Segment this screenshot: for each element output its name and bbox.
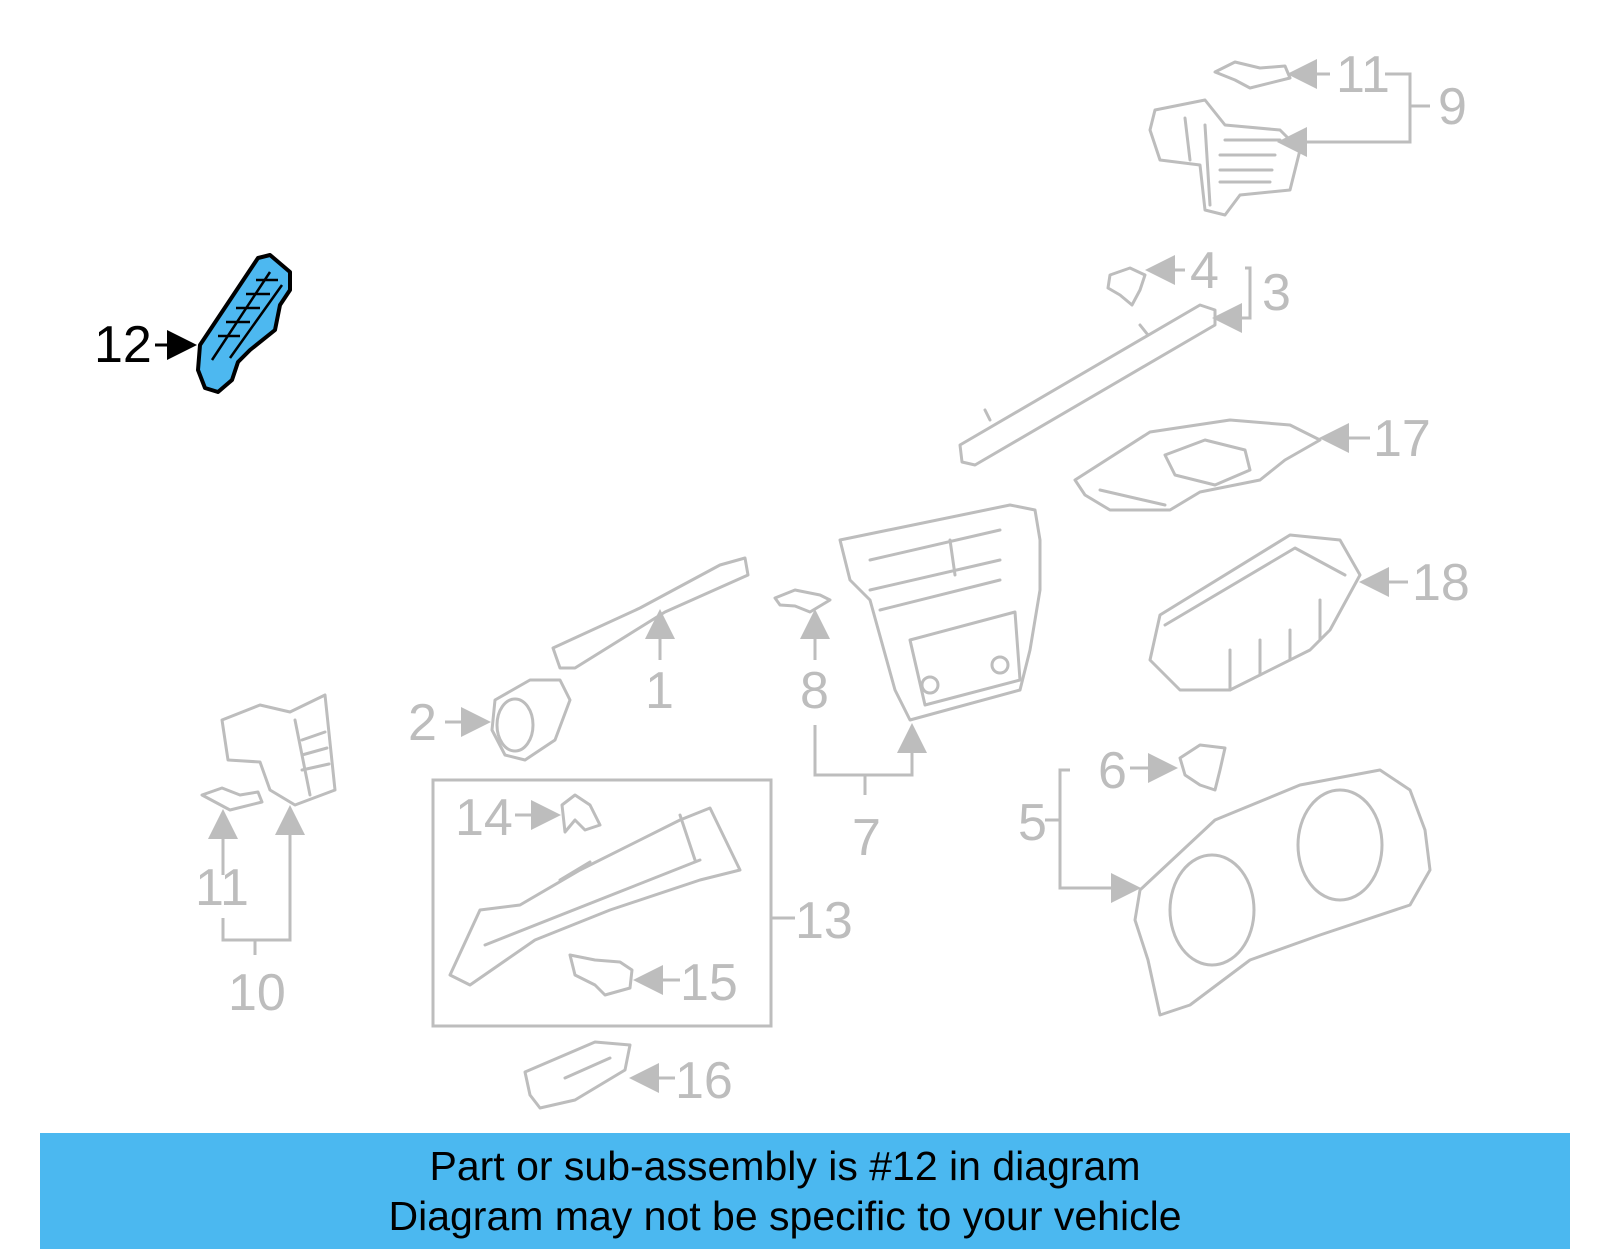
callout-12: 12 [94, 316, 152, 374]
callout-17: 17 [1373, 410, 1431, 468]
part-13-lower-panel [448, 806, 742, 987]
part-1-trim [551, 556, 750, 670]
part-13-group-box [431, 778, 773, 1028]
part-18-knee-airbag [1148, 533, 1362, 692]
leader-3 [1212, 266, 1252, 333]
callout-18: 18 [1412, 554, 1470, 612]
callout-10: 10 [228, 964, 286, 1022]
callout-1: 1 [645, 662, 674, 720]
part-12-highlighted-vent[interactable] [196, 253, 292, 394]
callout-11-top: 11 [1336, 46, 1390, 104]
part-7-center-panel [838, 503, 1042, 722]
callout-8: 8 [800, 662, 829, 720]
part-4-clip [1106, 266, 1147, 307]
callout-5: 5 [1018, 794, 1047, 852]
callout-13: 13 [795, 892, 853, 950]
callout-16: 16 [675, 1052, 733, 1110]
callout-14: 14 [455, 789, 513, 847]
leader-9 [1277, 72, 1412, 157]
part-2-bezel [490, 678, 572, 762]
callout-7: 7 [852, 809, 881, 867]
part-8-clip [773, 588, 832, 614]
part-16-handle [523, 1040, 632, 1110]
callout-2: 2 [408, 694, 437, 752]
part-9-air-vent [1148, 98, 1302, 217]
banner-line-1: Part or sub-assembly is #12 in diagram [429, 1143, 1141, 1189]
part-11-clip-left [200, 786, 264, 812]
part-6-clip [1178, 743, 1227, 792]
part-5-cluster-housing [1133, 768, 1432, 1017]
leader-5 [1058, 768, 1141, 903]
part-11-clip-top [1213, 60, 1292, 90]
callout-15: 15 [680, 954, 738, 1012]
part-10-side-vent [220, 693, 337, 807]
callout-9: 9 [1438, 78, 1467, 136]
part-17-tray [1073, 418, 1322, 512]
callout-3: 3 [1262, 264, 1291, 322]
callout-11-left: 11 [195, 859, 249, 917]
leader-7 [813, 723, 927, 777]
callout-6: 6 [1098, 742, 1127, 800]
banner-line-2: Diagram may not be specific to your vehi… [388, 1193, 1182, 1239]
info-banner: Part or sub-assembly is #12 in diagram D… [40, 1133, 1570, 1249]
part-14-clip [560, 793, 602, 834]
callout-4: 4 [1190, 242, 1219, 300]
part-15-switch [568, 953, 634, 997]
